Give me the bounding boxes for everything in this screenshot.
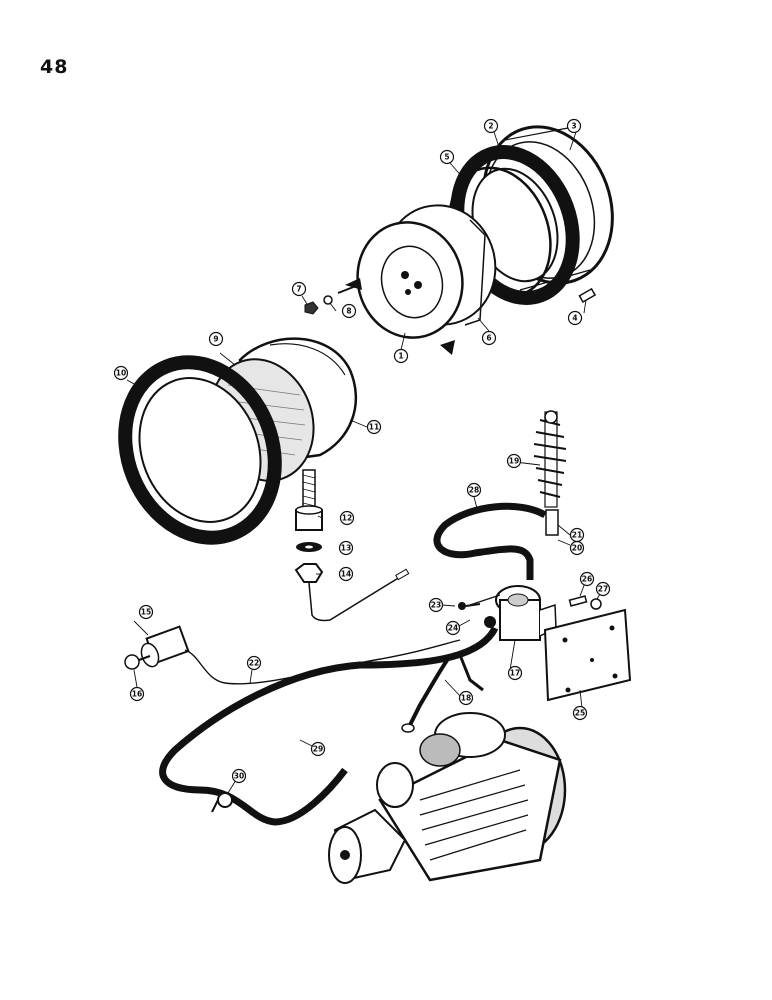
callout-19: 19	[506, 453, 522, 469]
svg-text:12: 12	[342, 514, 352, 523]
svg-text:19: 19	[509, 457, 519, 466]
svg-text:5: 5	[444, 153, 449, 162]
page-number: 48	[40, 56, 69, 78]
svg-text:24: 24	[448, 624, 458, 633]
callout-28: 28	[466, 482, 482, 498]
svg-text:21: 21	[572, 531, 582, 540]
callout-21: 21	[569, 527, 585, 543]
starter-motor	[328, 712, 567, 884]
washer-8	[323, 285, 357, 305]
svg-text:25: 25	[575, 709, 585, 718]
callout-5: 5	[439, 149, 455, 165]
washer-27	[590, 598, 602, 610]
cable-clip-30	[211, 792, 233, 813]
callout-26: 26	[579, 571, 595, 587]
callout-30: 30	[231, 768, 247, 784]
svg-text:23: 23	[431, 601, 441, 610]
svg-text:4: 4	[572, 314, 577, 323]
callout-18: 18	[458, 690, 474, 706]
callout-13: 13	[338, 540, 354, 556]
callout-20: 20	[569, 540, 585, 556]
svg-text:10: 10	[116, 369, 126, 378]
callout-8: 8	[341, 303, 357, 319]
battery-cable-29	[159, 626, 499, 826]
callout-16: 16	[129, 686, 145, 702]
callout-10: 10	[113, 365, 129, 381]
callout-15: 15	[138, 604, 154, 620]
callout-6: 6	[481, 330, 497, 346]
callout-27: 27	[595, 581, 611, 597]
spacer-12	[295, 505, 323, 531]
callout-25: 25	[572, 705, 588, 721]
bolt-23	[458, 602, 481, 610]
mounting-plate-25	[543, 608, 632, 702]
callout-22: 22	[246, 655, 262, 671]
terminal-post-19	[533, 410, 567, 536]
svg-text:8: 8	[346, 307, 351, 316]
callout-4: 4	[567, 310, 583, 326]
solenoid-17	[469, 585, 557, 641]
svg-text:28: 28	[469, 486, 479, 495]
svg-text:17: 17	[510, 669, 520, 678]
svg-text:6: 6	[486, 334, 491, 343]
callout-1: 1	[393, 348, 409, 364]
svg-text:29: 29	[313, 745, 323, 754]
svg-text:27: 27	[598, 585, 608, 594]
callout-11: 11	[366, 419, 382, 435]
svg-text:30: 30	[234, 772, 244, 781]
svg-text:1: 1	[398, 352, 403, 361]
callout-2: 2	[483, 118, 499, 134]
svg-text:18: 18	[461, 694, 471, 703]
svg-text:15: 15	[141, 608, 151, 617]
ignition-key-16	[124, 654, 151, 670]
callout-17: 17	[507, 665, 523, 681]
cable-28	[433, 502, 547, 580]
svg-text:22: 22	[249, 659, 259, 668]
svg-text:16: 16	[132, 690, 142, 699]
ignition-switch-15	[140, 625, 190, 668]
svg-text:9: 9	[213, 335, 218, 344]
svg-text:2: 2	[488, 122, 493, 131]
svg-text:20: 20	[572, 544, 582, 553]
callout-29: 29	[310, 741, 326, 757]
lamp-rim-10	[118, 355, 282, 545]
bolt-26	[568, 595, 588, 607]
svg-text:7: 7	[296, 285, 301, 294]
svg-text:11: 11	[369, 423, 379, 432]
callout-14: 14	[338, 566, 354, 582]
svg-text:26: 26	[582, 575, 592, 584]
callout-9: 9	[208, 331, 224, 347]
callout-12: 12	[339, 510, 355, 526]
svg-text:14: 14	[341, 570, 351, 579]
callout-7: 7	[291, 281, 307, 297]
svg-text:3: 3	[571, 122, 576, 131]
callout-3: 3	[566, 118, 582, 134]
nut-7	[304, 301, 319, 315]
callout-23: 23	[428, 597, 444, 613]
screw-4	[578, 287, 597, 303]
washer-13	[296, 542, 322, 552]
svg-text:13: 13	[341, 544, 351, 553]
mounting-stud	[302, 469, 316, 511]
nut-14	[294, 563, 410, 622]
callout-24: 24	[445, 620, 461, 636]
mounting-ring-1	[345, 221, 464, 355]
